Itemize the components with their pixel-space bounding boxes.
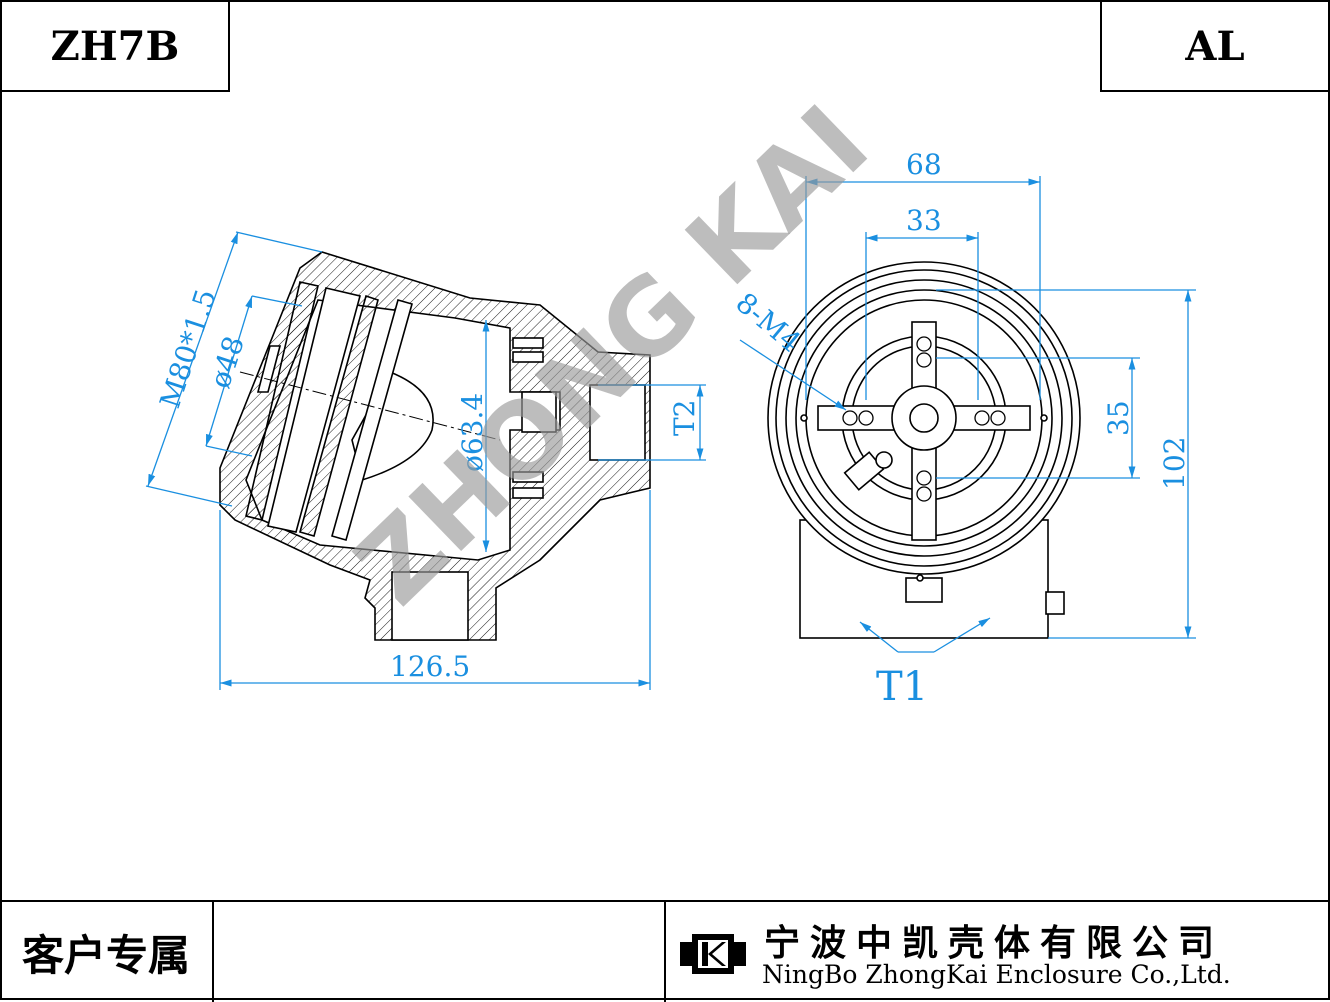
dim-126: 126.5 bbox=[390, 650, 470, 683]
model-code-cell: ZH7B bbox=[0, 0, 230, 92]
company-name-en: NingBo ZhongKai Enclosure Co.,Ltd. bbox=[762, 960, 1231, 989]
cover-plate-c bbox=[299, 294, 379, 537]
blank-cell bbox=[212, 902, 666, 1002]
customer-cell: 客户专属 bbox=[0, 902, 214, 1002]
title-block: 客户专属 宁波中凯壳体有限公司 NingBo ZhongKai Enclosur… bbox=[0, 900, 1330, 1002]
edge-hole-right bbox=[1040, 414, 1048, 422]
side-section-view bbox=[219, 251, 651, 641]
dim-33: 33 bbox=[906, 204, 942, 237]
cover-plate-b bbox=[267, 287, 361, 533]
dim-t2: T2 bbox=[668, 400, 701, 437]
front-view bbox=[767, 261, 1081, 639]
pin-top bbox=[512, 337, 544, 349]
company-logo-icon bbox=[680, 934, 746, 974]
mounting-holes bbox=[842, 336, 1006, 502]
dim-68: 68 bbox=[906, 148, 942, 181]
company-cell: 宁波中凯壳体有限公司 NingBo ZhongKai Enclosure Co.… bbox=[664, 902, 1330, 1002]
dim-t1: T1 bbox=[876, 664, 928, 710]
company-name-cn: 宁波中凯壳体有限公司 bbox=[764, 923, 1225, 964]
lid-knob bbox=[256, 345, 282, 393]
pin-bottom bbox=[512, 471, 544, 483]
front-view-dimensions bbox=[739, 176, 1196, 653]
bottom-tab bbox=[905, 577, 943, 603]
edge-hole-left bbox=[800, 414, 808, 422]
center-line bbox=[239, 371, 501, 441]
dim-thread: M80*1.5 bbox=[153, 285, 222, 412]
dim-dia63: ø63.4 bbox=[456, 393, 489, 472]
dim-dia48: ø48 bbox=[203, 332, 251, 392]
dim-102: 102 bbox=[1158, 437, 1191, 490]
hub-inner bbox=[909, 403, 939, 433]
screw-head bbox=[875, 451, 893, 469]
cover-plate-a bbox=[245, 281, 319, 521]
edge-hole-bottom bbox=[916, 574, 924, 582]
bottom-boss bbox=[391, 571, 469, 641]
side-view-dimensions bbox=[145, 231, 706, 690]
dim-35: 35 bbox=[1102, 400, 1135, 436]
model-code: ZH7B bbox=[50, 22, 180, 70]
pin-bottom2 bbox=[512, 487, 544, 499]
boss-bore bbox=[521, 391, 557, 433]
material-code: AL bbox=[1185, 22, 1245, 70]
customer-label: 客户专属 bbox=[21, 930, 190, 980]
material-cell: AL bbox=[1100, 0, 1330, 92]
side-plug bbox=[1045, 591, 1065, 615]
pin-top2 bbox=[512, 351, 544, 363]
cover-plate-d bbox=[331, 299, 413, 541]
dome bbox=[351, 370, 434, 482]
